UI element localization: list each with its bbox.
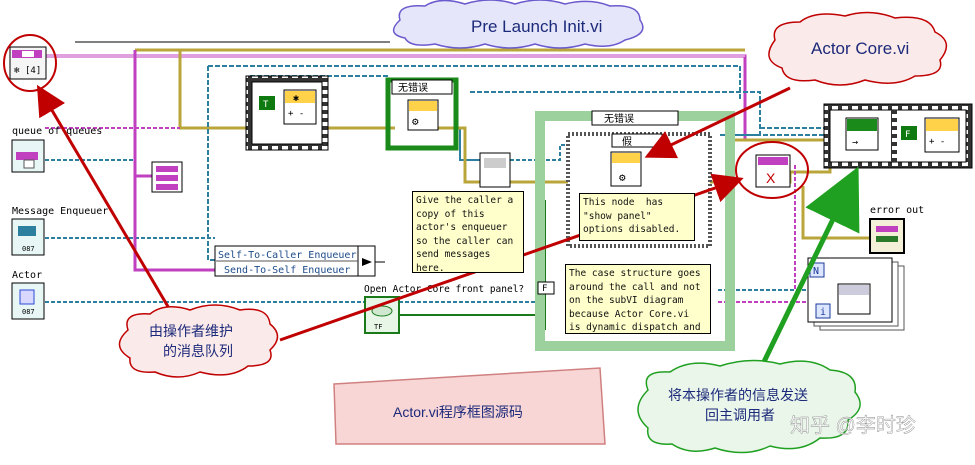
svg-text:+ -: + - — [929, 137, 945, 147]
svg-text:⚙: ⚙ — [412, 115, 419, 128]
queue-of-queues-terminal[interactable] — [11, 139, 45, 173]
callout-pre-launch — [392, 0, 644, 49]
open-front-panel-terminal[interactable]: TF — [364, 296, 400, 334]
false-constant[interactable] — [537, 281, 555, 295]
caption-text: Actor.vi程序框图源码 — [393, 404, 523, 420]
message-enqueuer-label: Message Enqueuer — [12, 206, 108, 217]
false-constant-label: F — [542, 284, 547, 294]
error-out-indicator[interactable] — [869, 218, 905, 254]
queue-maintained-line1: 由操作者维护 — [149, 323, 233, 339]
main-case-structure — [535, 110, 735, 351]
subvi-pre-launch-init[interactable]: ⚙ — [407, 99, 439, 131]
arrow-to-core — [644, 86, 791, 159]
array-size-label: [4] — [25, 66, 41, 76]
caption-box — [333, 367, 606, 445]
send-to-self-label: Send-To-Self Enqueuer — [224, 265, 350, 276]
loop-iteration-terminal — [815, 303, 831, 319]
subvi-actor-core[interactable]: ⚙ — [610, 151, 642, 187]
arrow-to-array — [36, 84, 172, 311]
false-constant-right[interactable] — [901, 126, 917, 140]
self-enqueuer-bundle[interactable] — [214, 245, 376, 277]
svg-text:❄: ❄ — [14, 66, 20, 76]
tf-text: TF — [374, 323, 382, 331]
svg-text:→: → — [852, 137, 858, 148]
to-more-generic-node[interactable] — [479, 152, 511, 188]
subvi-node-1[interactable]: ✱ + - — [283, 89, 317, 125]
error-out-label: error out — [870, 205, 924, 216]
init-array-constant[interactable]: ❄ — [9, 46, 47, 80]
actor-label: Actor — [12, 270, 42, 281]
svg-text:⚙: ⚙ — [619, 171, 626, 184]
actor-core-text: Actor Core.vi — [811, 39, 909, 58]
loop-iteration-text: i — [820, 307, 826, 318]
queue-maintained-line2: 的消息队列 — [163, 343, 233, 359]
svg-text:+ -: + - — [288, 109, 304, 119]
true-constant[interactable]: T — [259, 96, 275, 110]
note-this-node: This node has "show panel" options disab… — [579, 193, 695, 241]
inner-case-selector[interactable]: 假 — [622, 135, 632, 148]
svg-text:X: X — [766, 170, 776, 186]
open-front-panel-label: Open Actor Core front panel? — [364, 284, 524, 295]
watermark: 知乎 @李时珍 — [790, 414, 916, 437]
actor-terminal[interactable]: 087 — [11, 282, 45, 320]
main-case-selector[interactable]: 无错误 — [604, 112, 634, 125]
self-to-caller-label: Self-To-Caller Enqueuer — [218, 250, 356, 261]
loop-count-text: N — [813, 266, 819, 277]
note-case-structure: The case structure goes around the call … — [565, 264, 711, 334]
callout-send-info — [637, 359, 861, 454]
pre-launch-text: Pre Launch Init.vi — [471, 17, 602, 36]
send-info-line2: 回主调用者 — [705, 407, 775, 423]
enqueuer-icon-text: 087 — [22, 245, 35, 253]
queue-of-queues-label: queue of queues — [12, 126, 102, 137]
bundle-node[interactable] — [151, 161, 183, 193]
subvi-send-self[interactable]: → — [845, 117, 879, 151]
message-enqueuer-terminal[interactable]: 087 — [11, 218, 45, 256]
subvi-enqueue[interactable] — [837, 283, 871, 315]
svg-text:✱: ✱ — [293, 93, 299, 104]
true-constant-text: T — [263, 100, 269, 110]
highlight-array-constant — [3, 34, 57, 92]
actor-icon-text: 087 — [22, 308, 35, 316]
send-info-line1: 将本操作者的信息发送 — [668, 387, 808, 403]
error-merge-node[interactable]: X — [755, 154, 791, 188]
subvi-release[interactable]: + - — [924, 117, 960, 153]
callout-queue-maintained — [118, 304, 279, 378]
false-constant-right-text: F — [905, 130, 910, 140]
pre-launch-case-structure — [385, 77, 459, 151]
note-give-caller: Give the caller a copy of this actor's e… — [412, 191, 524, 273]
callout-actor-core — [768, 11, 948, 86]
pre-launch-case-selector[interactable]: 无错误 — [398, 81, 428, 94]
arrow-to-send — [757, 166, 860, 372]
